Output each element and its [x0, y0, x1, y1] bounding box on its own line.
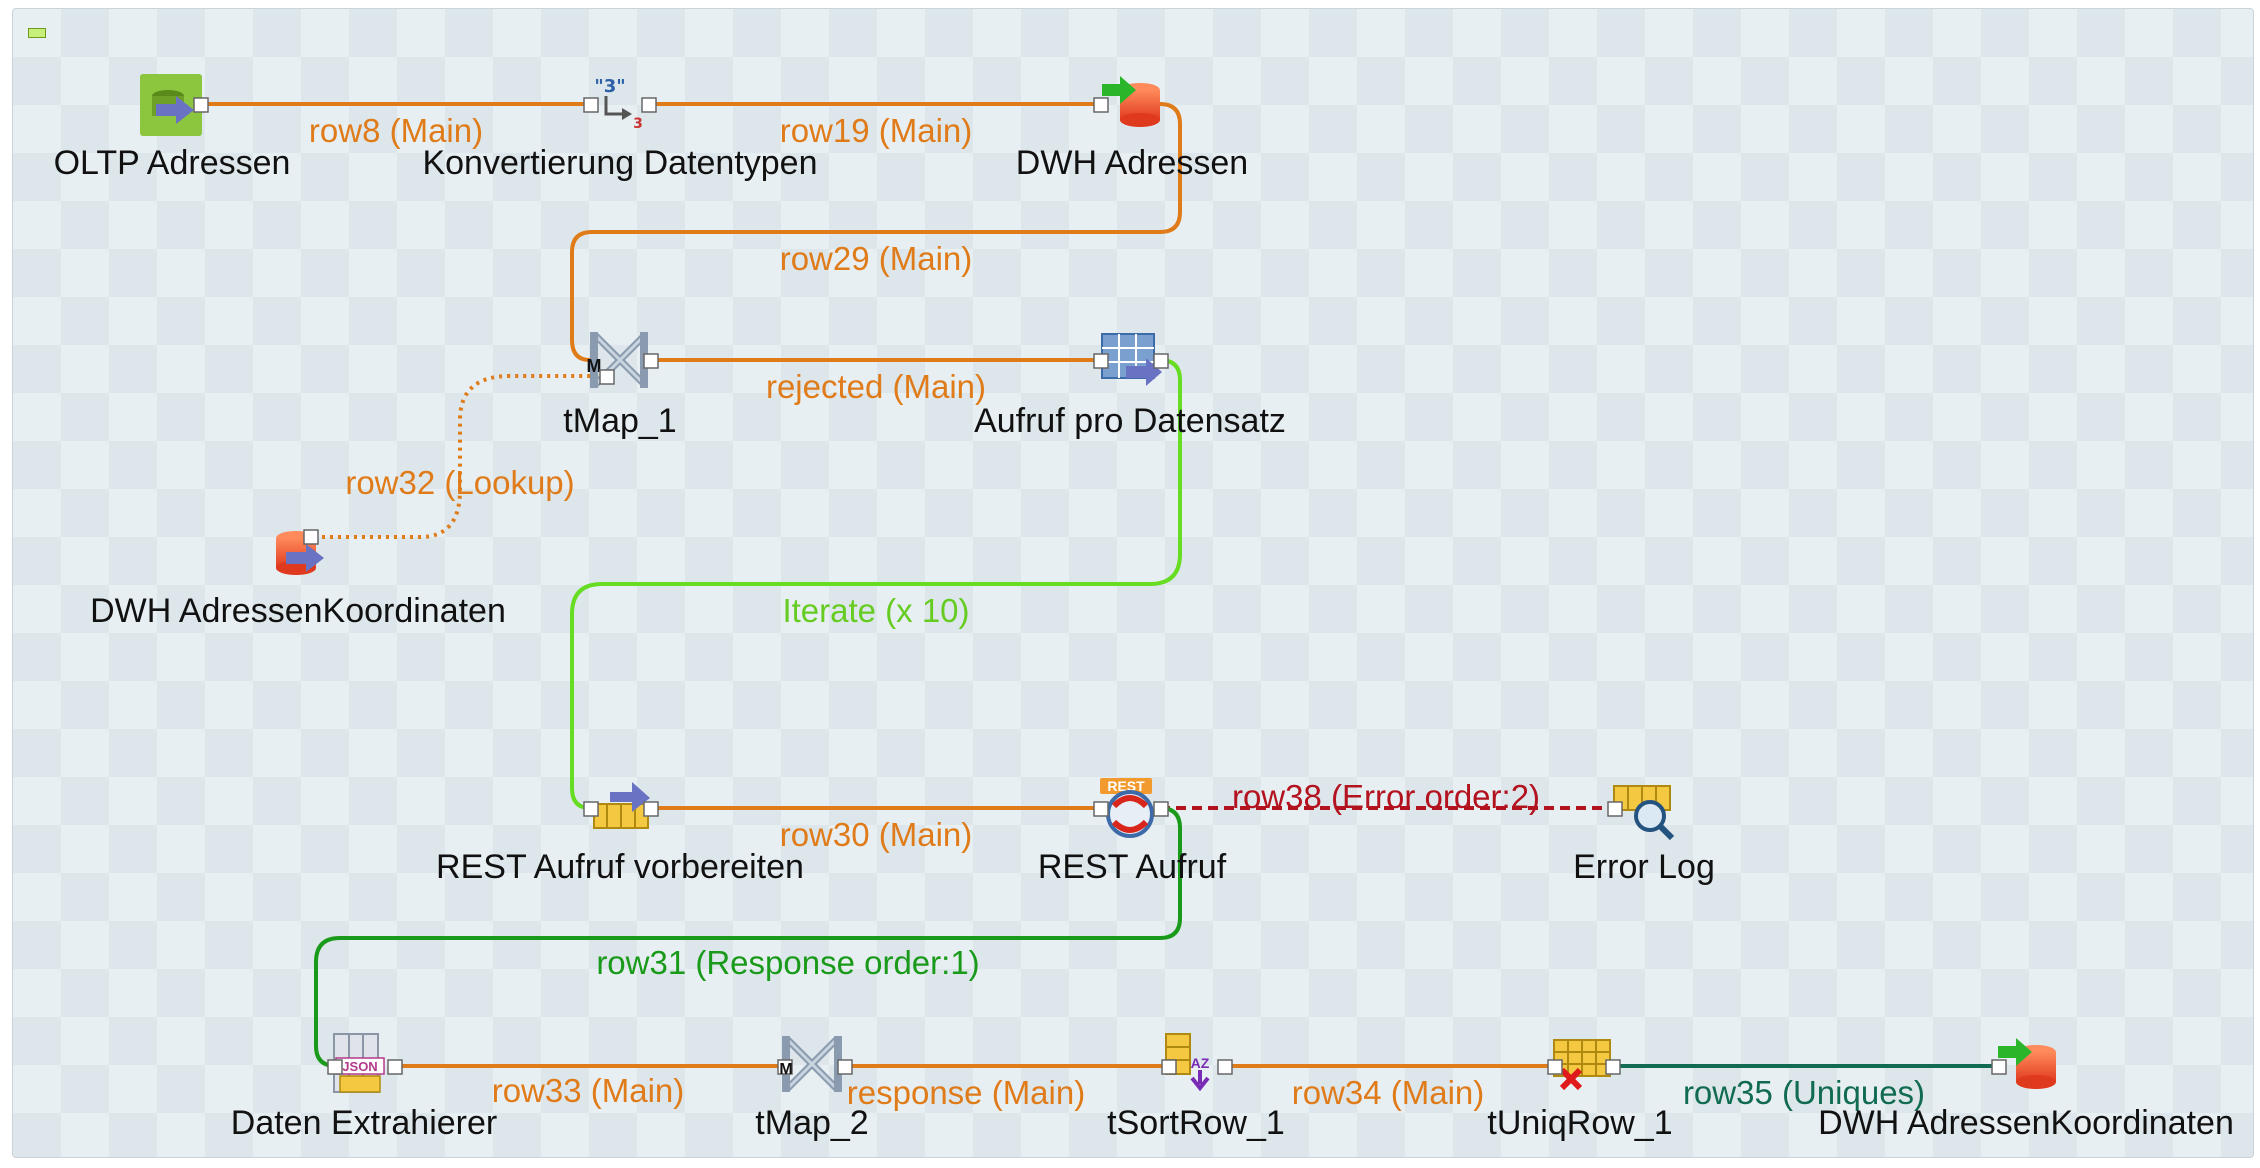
- convert-type-icon: "3" 3: [594, 76, 643, 132]
- component-error-log[interactable]: Error Log: [1573, 785, 1715, 886]
- component-tuniqrow-1[interactable]: tUniqRow_1: [1487, 1039, 1673, 1142]
- svg-text:REST: REST: [1107, 778, 1145, 794]
- output-connector[interactable]: [1153, 353, 1169, 369]
- output-connector[interactable]: [643, 801, 659, 817]
- svg-text:"3": "3": [594, 76, 625, 97]
- component-tmap-1[interactable]: M tMap_1: [563, 332, 677, 440]
- svg-text:JSON: JSON: [342, 1059, 377, 1074]
- tmap-icon: M: [587, 332, 648, 388]
- input-connector[interactable]: [583, 801, 599, 817]
- link-row29[interactable]: [570, 102, 1182, 362]
- subjob-collapse-toggle[interactable]: [28, 28, 46, 38]
- component-label: DWH AdressenKoordinaten: [1818, 1104, 2234, 1142]
- db-output-icon: [1998, 1038, 2056, 1089]
- output-connector[interactable]: [1605, 1059, 1621, 1075]
- row-generator-icon: [593, 782, 650, 829]
- component-label: tMap_1: [563, 402, 676, 440]
- svg-text:3: 3: [633, 116, 643, 132]
- svg-text:AZ: AZ: [1191, 1055, 1210, 1071]
- link-label-row19[interactable]: row19 (Main): [780, 112, 973, 149]
- output-connector[interactable]: [643, 353, 659, 369]
- component-aufruf-pro-datensatz[interactable]: Aufruf pro Datensatz: [974, 333, 1286, 440]
- link-label-row30[interactable]: row30 (Main): [780, 816, 973, 853]
- input-connector[interactable]: [583, 97, 599, 113]
- component-konvertierung-datentypen[interactable]: "3" 3 Konvertierung Datentypen: [422, 76, 817, 182]
- input-connector[interactable]: [1607, 801, 1623, 817]
- flow-to-iterate-icon: [1101, 333, 1162, 386]
- input-connector[interactable]: [1547, 1059, 1563, 1075]
- link-row31[interactable]: [314, 806, 1182, 1068]
- input-connector[interactable]: [1093, 97, 1109, 113]
- rest-client-icon: REST: [1100, 778, 1154, 838]
- component-label: Error Log: [1573, 848, 1715, 886]
- component-tsortrow-1[interactable]: AZ tSortRow_1: [1107, 1033, 1285, 1142]
- component-label: DWH Adressen: [1016, 144, 1248, 182]
- db-input-icon: [140, 74, 202, 136]
- component-rest-aufruf-vorbereiten[interactable]: REST Aufruf vorbereiten: [436, 782, 804, 886]
- component-label: DWH AdressenKoordinaten: [90, 592, 506, 630]
- tmap-letter: M: [779, 1061, 792, 1078]
- input-connector[interactable]: [1161, 1059, 1177, 1075]
- links-layer: [206, 102, 1998, 1068]
- component-dwh-adressenkoordinaten-output[interactable]: DWH AdressenKoordinaten: [1818, 1038, 2234, 1142]
- component-label: tUniqRow_1: [1487, 1104, 1672, 1142]
- output-connector[interactable]: [1153, 801, 1169, 817]
- output-connector[interactable]: [1217, 1059, 1233, 1075]
- component-dwh-adressen[interactable]: DWH Adressen: [1016, 76, 1248, 182]
- input-connector[interactable]: [1093, 801, 1109, 817]
- component-label: OLTP Adressen: [54, 144, 291, 182]
- link-row32[interactable]: [322, 374, 600, 539]
- component-oltp-adressen[interactable]: OLTP Adressen: [54, 74, 291, 182]
- db-output-icon: [1102, 76, 1160, 127]
- output-connector[interactable]: [387, 1059, 403, 1075]
- svg-text:M: M: [587, 356, 602, 376]
- link-label-row34[interactable]: row34 (Main): [1292, 1074, 1485, 1111]
- output-connector[interactable]: [837, 1059, 853, 1075]
- component-label: REST Aufruf: [1038, 848, 1227, 886]
- link-label-row32[interactable]: row32 (Lookup): [345, 464, 574, 501]
- input-connector[interactable]: [777, 1059, 793, 1075]
- link-label-row8[interactable]: row8 (Main): [309, 112, 483, 149]
- component-label: tMap_2: [755, 1104, 868, 1142]
- log-row-icon: [1613, 785, 1675, 841]
- component-rest-aufruf[interactable]: REST REST Aufruf: [1038, 778, 1227, 886]
- output-connector[interactable]: [303, 529, 319, 545]
- component-tmap-2[interactable]: M tMap_2: [755, 1036, 869, 1142]
- component-label: tSortRow_1: [1107, 1104, 1285, 1142]
- component-label: Aufruf pro Datensatz: [974, 402, 1286, 440]
- link-label-rejected[interactable]: rejected (Main): [766, 368, 986, 405]
- link-label-row31[interactable]: row31 (Response order:1): [596, 944, 979, 981]
- uniq-row-icon: [1553, 1039, 1611, 1091]
- link-label-iterate[interactable]: Iterate (x 10): [782, 592, 969, 629]
- input-connector[interactable]: [1093, 353, 1109, 369]
- input-connector[interactable]: [327, 1059, 343, 1075]
- link-labels: row8 (Main) row19 (Main) row29 (Main) re…: [309, 112, 1925, 1111]
- output-connector[interactable]: [193, 97, 209, 113]
- component-dwh-adressenkoordinaten-input[interactable]: DWH AdressenKoordinaten: [90, 529, 506, 630]
- output-connector[interactable]: [641, 97, 657, 113]
- link-label-row29[interactable]: row29 (Main): [780, 240, 973, 277]
- link-label-response[interactable]: response (Main): [847, 1074, 1085, 1111]
- link-label-row38[interactable]: row38 (Error order:2): [1232, 778, 1540, 815]
- component-label: Daten Extrahierer: [231, 1104, 497, 1142]
- component-label: REST Aufruf vorbereiten: [436, 848, 804, 886]
- link-label-row33[interactable]: row33 (Main): [492, 1072, 685, 1109]
- input-connector[interactable]: [1991, 1059, 2007, 1075]
- component-label: Konvertierung Datentypen: [422, 144, 817, 182]
- link-iterate[interactable]: [570, 358, 1182, 810]
- link-label-row35[interactable]: row35 (Uniques): [1683, 1074, 1925, 1111]
- component-daten-extrahierer[interactable]: JSON Daten Extrahierer: [231, 1033, 497, 1142]
- lookup-connector[interactable]: [599, 369, 615, 385]
